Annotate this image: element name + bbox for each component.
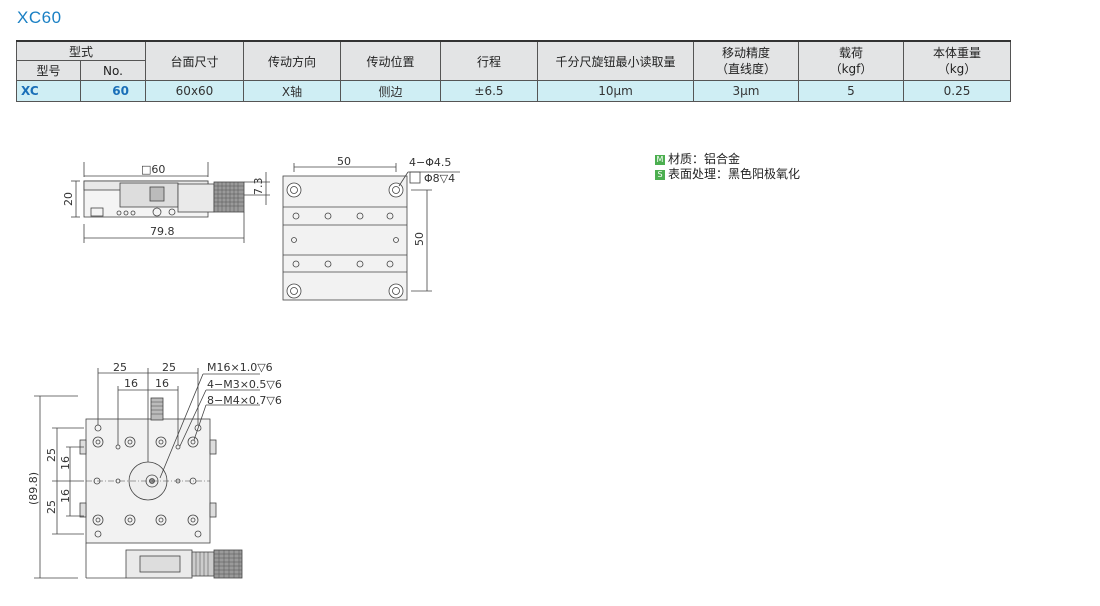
top-view-drawing [34,368,260,579]
dim-label: 50 [413,232,426,246]
cell-model: XC [16,80,81,102]
col-header: 千分尺旋钮最小读取量 [537,40,694,81]
col-header: 移动精度（直线度） [693,40,799,81]
dim-label: (89.8) [27,472,40,505]
dim-label: 4−Φ4.5 [409,156,451,169]
dim-label: 50 [337,155,351,168]
table-cell: X轴 [243,80,341,102]
dim-label: 7.3 [252,178,265,196]
table-cell: 3μm [693,80,799,102]
header-no: No. [80,60,146,81]
dim-label: 25 [162,361,176,374]
dim-label: 79.8 [150,225,175,238]
bottom-view-drawing [282,163,460,301]
col-header: 传动方向 [243,40,341,81]
dim-label: 20 [62,192,75,206]
dim-label: □60 [141,163,165,176]
thread-label: M16×1.0▽6 [207,361,273,374]
dim-label: 25 [113,361,127,374]
dim-label: 25 [45,500,58,514]
dim-label: 16 [155,377,169,390]
page-title: XC60 [17,8,62,27]
note-text: 表面处理：黑色阳极氧化 [668,167,801,181]
spec-table: 型式 台面尺寸 传动方向 传动位置 行程 千分尺旋钮最小读取量 移动精度（直线度… [16,40,1011,102]
side-view-drawing [71,162,270,243]
surface-badge-icon: S [655,169,665,180]
header-group: 型式 [16,40,146,61]
thread-label: 4−M3×0.5▽6 [207,378,282,391]
dim-label: 25 [45,448,58,462]
table-cell: 0.25 [903,80,1011,102]
table-cell: 5 [798,80,904,102]
col-header: 传动位置 [340,40,441,81]
dim-label: 16 [59,489,72,503]
col-header: 本体重量（kg） [903,40,1011,81]
cell-no: 60 [80,80,146,102]
material-badge-icon: M [655,154,665,165]
col-header: 台面尺寸 [145,40,244,81]
table-cell: 60x60 [145,80,244,102]
dim-label: 16 [124,377,138,390]
table-cell: 侧边 [340,80,441,102]
note-text: 材质：铝合金 [668,152,741,166]
dim-label: Φ8▽4 [424,172,455,185]
col-header: 载荷（kgf） [798,40,904,81]
dim-label: 16 [59,456,72,470]
thread-label: 8−M4×0.7▽6 [207,394,282,407]
